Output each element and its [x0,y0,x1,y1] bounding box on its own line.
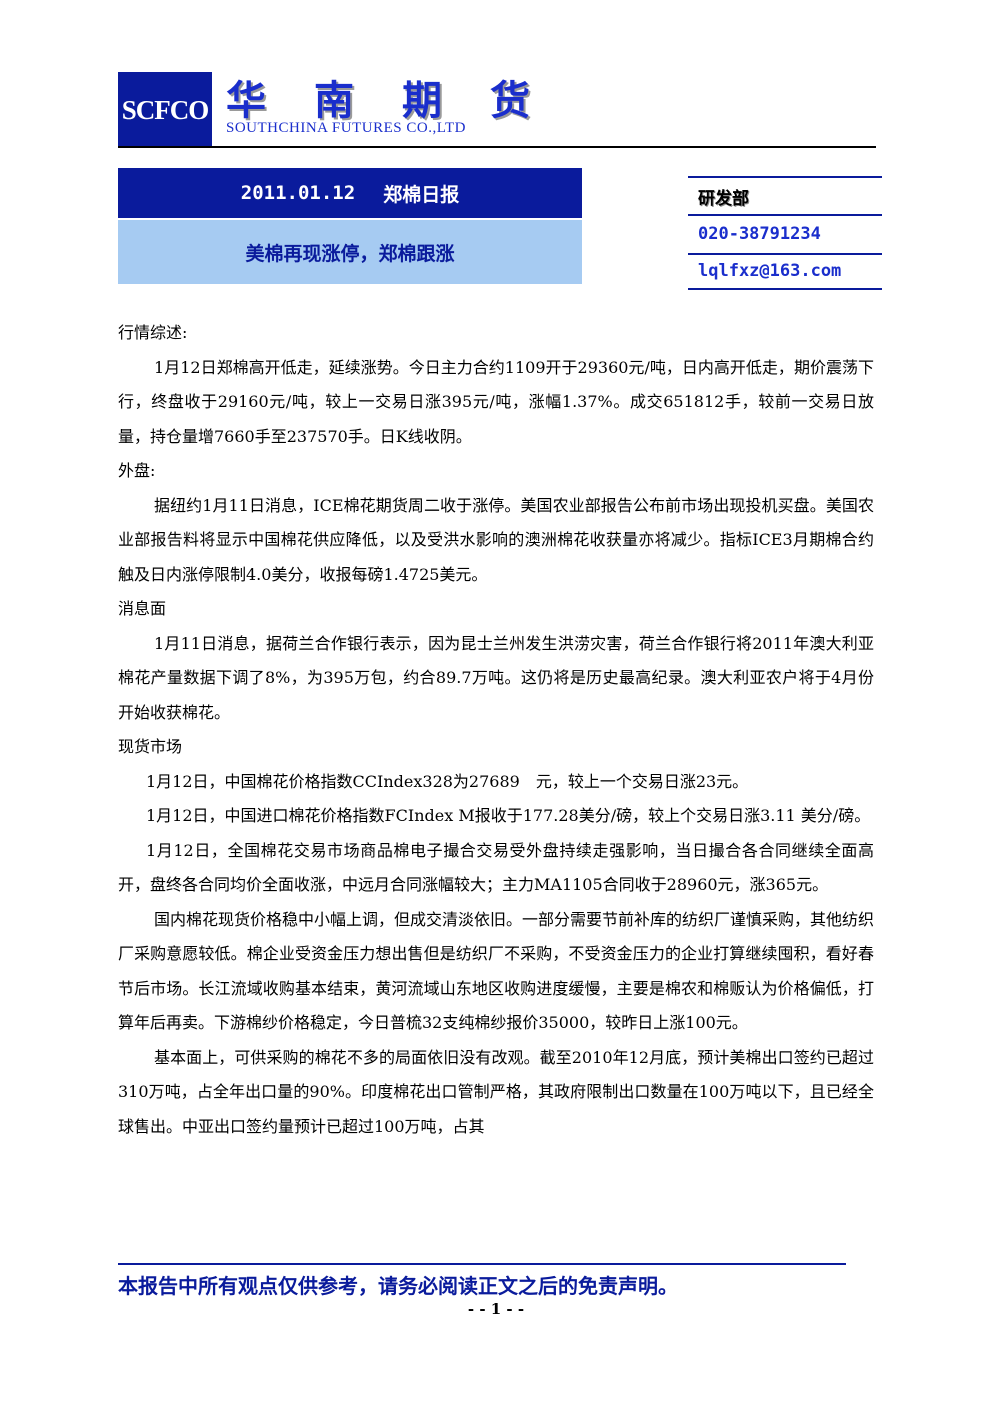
dept-divider [688,214,882,216]
section-heading: 行情综述: [118,323,188,342]
company-logo: SCFCO [118,72,212,148]
dept-divider [688,176,882,178]
dept-divider [688,288,882,290]
page-number: - - 1 - - [467,1300,525,1318]
company-name-en: SOUTHCHINA FUTURES CO.,LTD [226,120,466,136]
department-phone: 020-38791234 [698,224,821,244]
paragraph: 1月12日，中国进口棉花价格指数FCIndex M报收于177.28美分/磅，较… [146,806,871,825]
department-email: lqlfxz@163.com [698,261,842,281]
paragraph: 1月11日消息，据荷兰合作银行表示，因为昆士兰州发生洪涝灾害，荷兰合作银行将20… [118,633,874,722]
paragraph: 据纽约1月11日消息，ICE棉花期货周二收于涨停。美国农业部报告公布前市场出现投… [118,495,874,584]
footer-divider [118,1263,846,1265]
section-heading: 消息面 [118,599,167,618]
paragraph: 1月12日郑棉高开低走，延续涨势。今日主力合约1109开于29360元/吨，日内… [118,357,874,446]
report-title-bar: 2011.01.12 郑棉日报 [118,168,582,218]
paragraph: 基本面上，可供采购的棉花不多的局面依旧没有改观。截至2010年12月底，预计美棉… [118,1047,874,1136]
header-divider [118,146,876,148]
disclaimer: 本报告中所有观点仅供参考，请务必阅读正文之后的免责声明。 [118,1274,678,1298]
logo-text: SCFCO [121,94,210,125]
report-date: 2011.01.12 [240,182,356,204]
paragraph: 国内棉花现货价格稳中小幅上调，但成交清淡依旧。一部分需要节前补库的纺织厂谨慎采购… [118,909,875,1033]
department-name: 研发部 [698,189,749,209]
company-name-cn: 华南期货 [226,77,578,124]
report-body: 行情综述: 1月12日郑棉高开低走，延续涨势。今日主力合约1109开于29360… [118,316,874,1144]
report-name: 郑棉日报 [383,183,460,206]
paragraph: 1月12日，中国棉花价格指数CCIndex328为27689 元，较上一个交易日… [146,771,749,791]
department-box: 研发部 020-38791234 lqlfxz@163.com [688,176,882,290]
paragraph: 1月12日，全国棉花交易市场商品棉电子撮合交易受外盘持续走强影响，当日撮合各合同… [118,840,874,895]
section-heading: 外盘: [118,461,156,480]
section-heading: 现货市场 [118,737,183,756]
dept-divider [688,253,882,255]
report-headline: 美棉再现涨停，郑棉跟涨 [118,220,582,284]
